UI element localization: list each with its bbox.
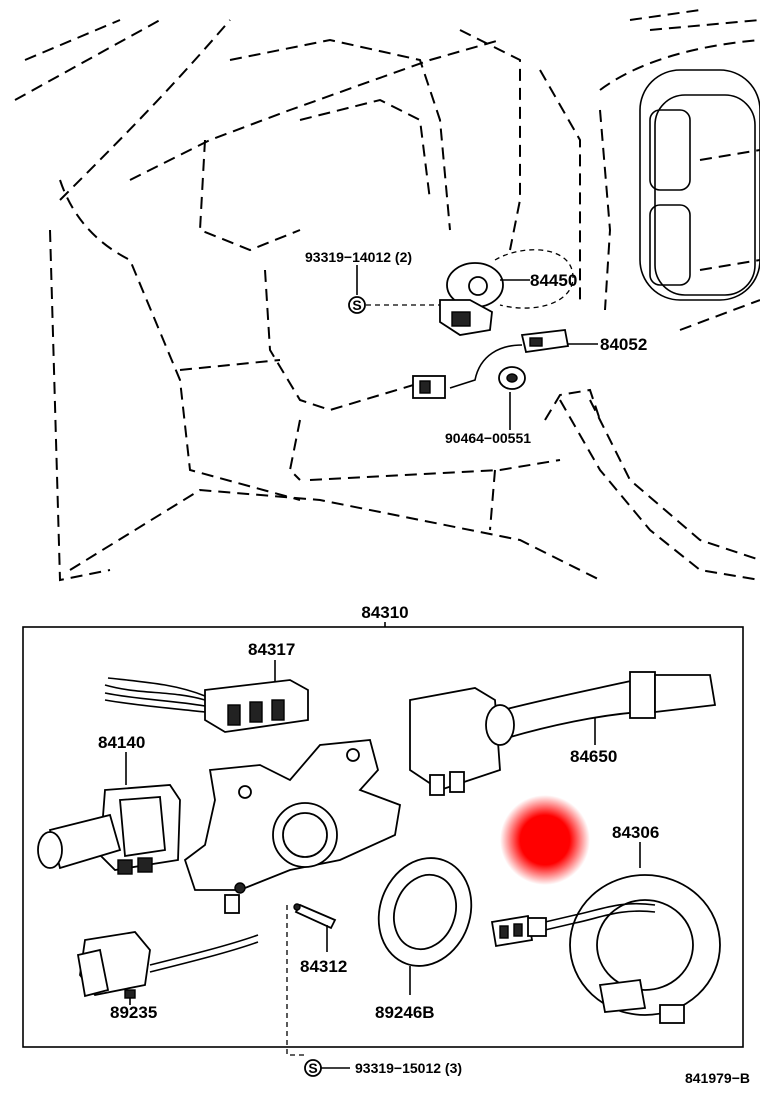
callout-89246B: 89246B: [375, 1003, 435, 1022]
light-control-switch-84140: [37, 784, 181, 875]
switch-body-center: [183, 739, 402, 914]
connector-84317: [104, 677, 309, 733]
transponder-key-amplifier: [412, 329, 570, 399]
svg-text:S: S: [308, 1060, 317, 1076]
assembly-boundary-box: [22, 626, 744, 1048]
callout-90464-00551: 90464−00551: [445, 430, 531, 446]
red-highlight-marker: [500, 795, 590, 885]
callout-89235: 89235: [110, 1003, 157, 1022]
callout-84140: 84140: [98, 733, 145, 752]
callout-84312: 84312: [300, 957, 347, 976]
callout-93319-15012: 93319−15012 (3): [355, 1060, 462, 1076]
callout-84650: 84650: [570, 747, 617, 766]
callout-93319-14012: 93319−14012 (2): [305, 249, 412, 265]
callout-84306: 84306: [612, 823, 659, 842]
callout-84052: 84052: [600, 335, 647, 354]
callout-84310: 84310: [361, 603, 408, 622]
screw-symbol-icon: S: [348, 296, 366, 314]
callout-84317: 84317: [248, 640, 295, 659]
upper-leaders: [356, 265, 598, 430]
spiral-cable-84306: [490, 874, 721, 1024]
screw-84312: [293, 903, 337, 930]
ignition-switch-assembly: [439, 249, 574, 336]
screw-symbol-bottom-icon: S: [304, 1059, 322, 1077]
wiper-switch-84650: [409, 671, 717, 796]
callout-84450: 84450: [530, 271, 577, 290]
vehicle-dashboard-outline: [14, 9, 760, 582]
figure-code: 841979−B: [685, 1070, 750, 1086]
clamp-90464: [498, 366, 526, 390]
sensor-ring-89246B: [377, 857, 473, 967]
svg-text:S: S: [352, 297, 361, 313]
door-window-outline: [639, 69, 760, 301]
steering-sensor-89235: [76, 931, 259, 999]
